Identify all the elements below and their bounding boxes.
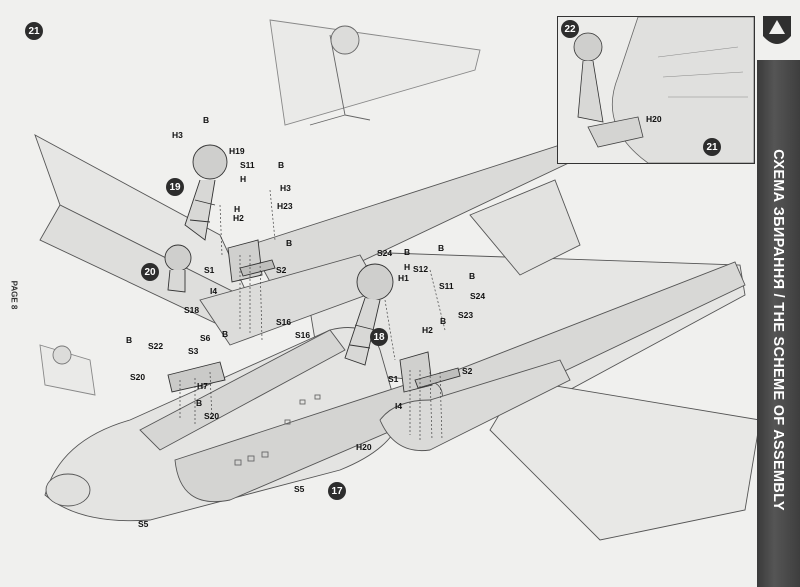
left-nacelle bbox=[139, 329, 346, 451]
part-label: B bbox=[469, 271, 476, 281]
part-label: S1 bbox=[204, 265, 215, 275]
part-label: S18 bbox=[184, 305, 200, 315]
part-label: B bbox=[196, 398, 203, 408]
step-number-20: 20 bbox=[141, 263, 159, 281]
part-label: S24 bbox=[470, 291, 486, 301]
part-label: S5 bbox=[138, 519, 149, 529]
right-outer-wing bbox=[489, 379, 761, 541]
fuselage bbox=[44, 327, 401, 522]
gear-19-strut bbox=[184, 179, 216, 241]
brand-logo-icon bbox=[763, 16, 791, 44]
part-label: S16 bbox=[276, 317, 292, 327]
inset-drawing bbox=[573, 17, 754, 163]
step-number-21: 21 bbox=[25, 22, 43, 40]
step-number-18: 18 bbox=[370, 328, 388, 346]
step-number-22: 22 bbox=[561, 20, 579, 38]
part-label: H3 bbox=[280, 183, 291, 193]
upper-tail-fin bbox=[469, 179, 581, 276]
part-label: S24 bbox=[377, 248, 393, 258]
page-number: PAGE 8 bbox=[9, 280, 19, 310]
part-label: H3 bbox=[172, 130, 183, 140]
side-title-band bbox=[757, 60, 800, 587]
part-label: B bbox=[278, 160, 285, 170]
door-h7 bbox=[167, 361, 226, 393]
reference-wing-top bbox=[269, 19, 481, 126]
part-label: S11 bbox=[439, 281, 454, 291]
step-number-17: 17 bbox=[328, 482, 346, 500]
part-label: B bbox=[404, 247, 411, 257]
part-label: S2 bbox=[462, 366, 473, 376]
part-label: H20 bbox=[356, 442, 372, 452]
part-label: H1 bbox=[398, 273, 409, 283]
part-label: B bbox=[440, 316, 447, 326]
part-label: S6 bbox=[200, 333, 211, 343]
part-label: S1 bbox=[388, 374, 399, 384]
part-label: B bbox=[126, 335, 133, 345]
part-label: S5 bbox=[294, 484, 305, 494]
part-label: H19 bbox=[229, 146, 245, 156]
band-title: СХЕМА ЗБИРАННЯ / THE SCHEME OF ASSEMBLY bbox=[770, 149, 786, 511]
step-number-21-inset: 21 bbox=[703, 138, 721, 156]
part-label: B bbox=[203, 115, 210, 125]
part-label: H7 bbox=[197, 381, 208, 391]
part-label: B bbox=[286, 238, 293, 248]
part-label: H20 bbox=[646, 114, 662, 124]
part-label: H bbox=[234, 204, 241, 214]
part-label: I4 bbox=[210, 286, 218, 296]
part-label: S12 bbox=[413, 264, 429, 274]
part-label: H bbox=[404, 262, 411, 272]
part-label: B bbox=[222, 329, 229, 339]
gear-20-strut bbox=[167, 269, 186, 293]
part-label: I4 bbox=[395, 401, 403, 411]
part-label: H2 bbox=[233, 213, 244, 223]
part-label: S3 bbox=[188, 346, 199, 356]
part-label: B bbox=[438, 243, 445, 253]
door-s2-left bbox=[239, 259, 276, 277]
part-label: H bbox=[240, 174, 247, 184]
part-label: S22 bbox=[148, 341, 164, 351]
reference-gear-top bbox=[309, 34, 371, 126]
inset-detail-box bbox=[557, 16, 755, 164]
step-number-19: 19 bbox=[166, 178, 184, 196]
fuselage-windows bbox=[234, 394, 321, 466]
part-label: S16 bbox=[295, 330, 311, 340]
part-label: S23 bbox=[458, 310, 474, 320]
part-label: S11 bbox=[240, 160, 255, 170]
part-label: S2 bbox=[276, 265, 287, 275]
lower-engine bbox=[379, 359, 571, 452]
part-label: S20 bbox=[204, 411, 220, 421]
door-s2-right bbox=[414, 367, 461, 389]
nose-cone bbox=[45, 473, 91, 507]
part-label: H23 bbox=[277, 201, 293, 211]
part-label: H2 bbox=[422, 325, 433, 335]
part-label: S20 bbox=[130, 372, 146, 382]
